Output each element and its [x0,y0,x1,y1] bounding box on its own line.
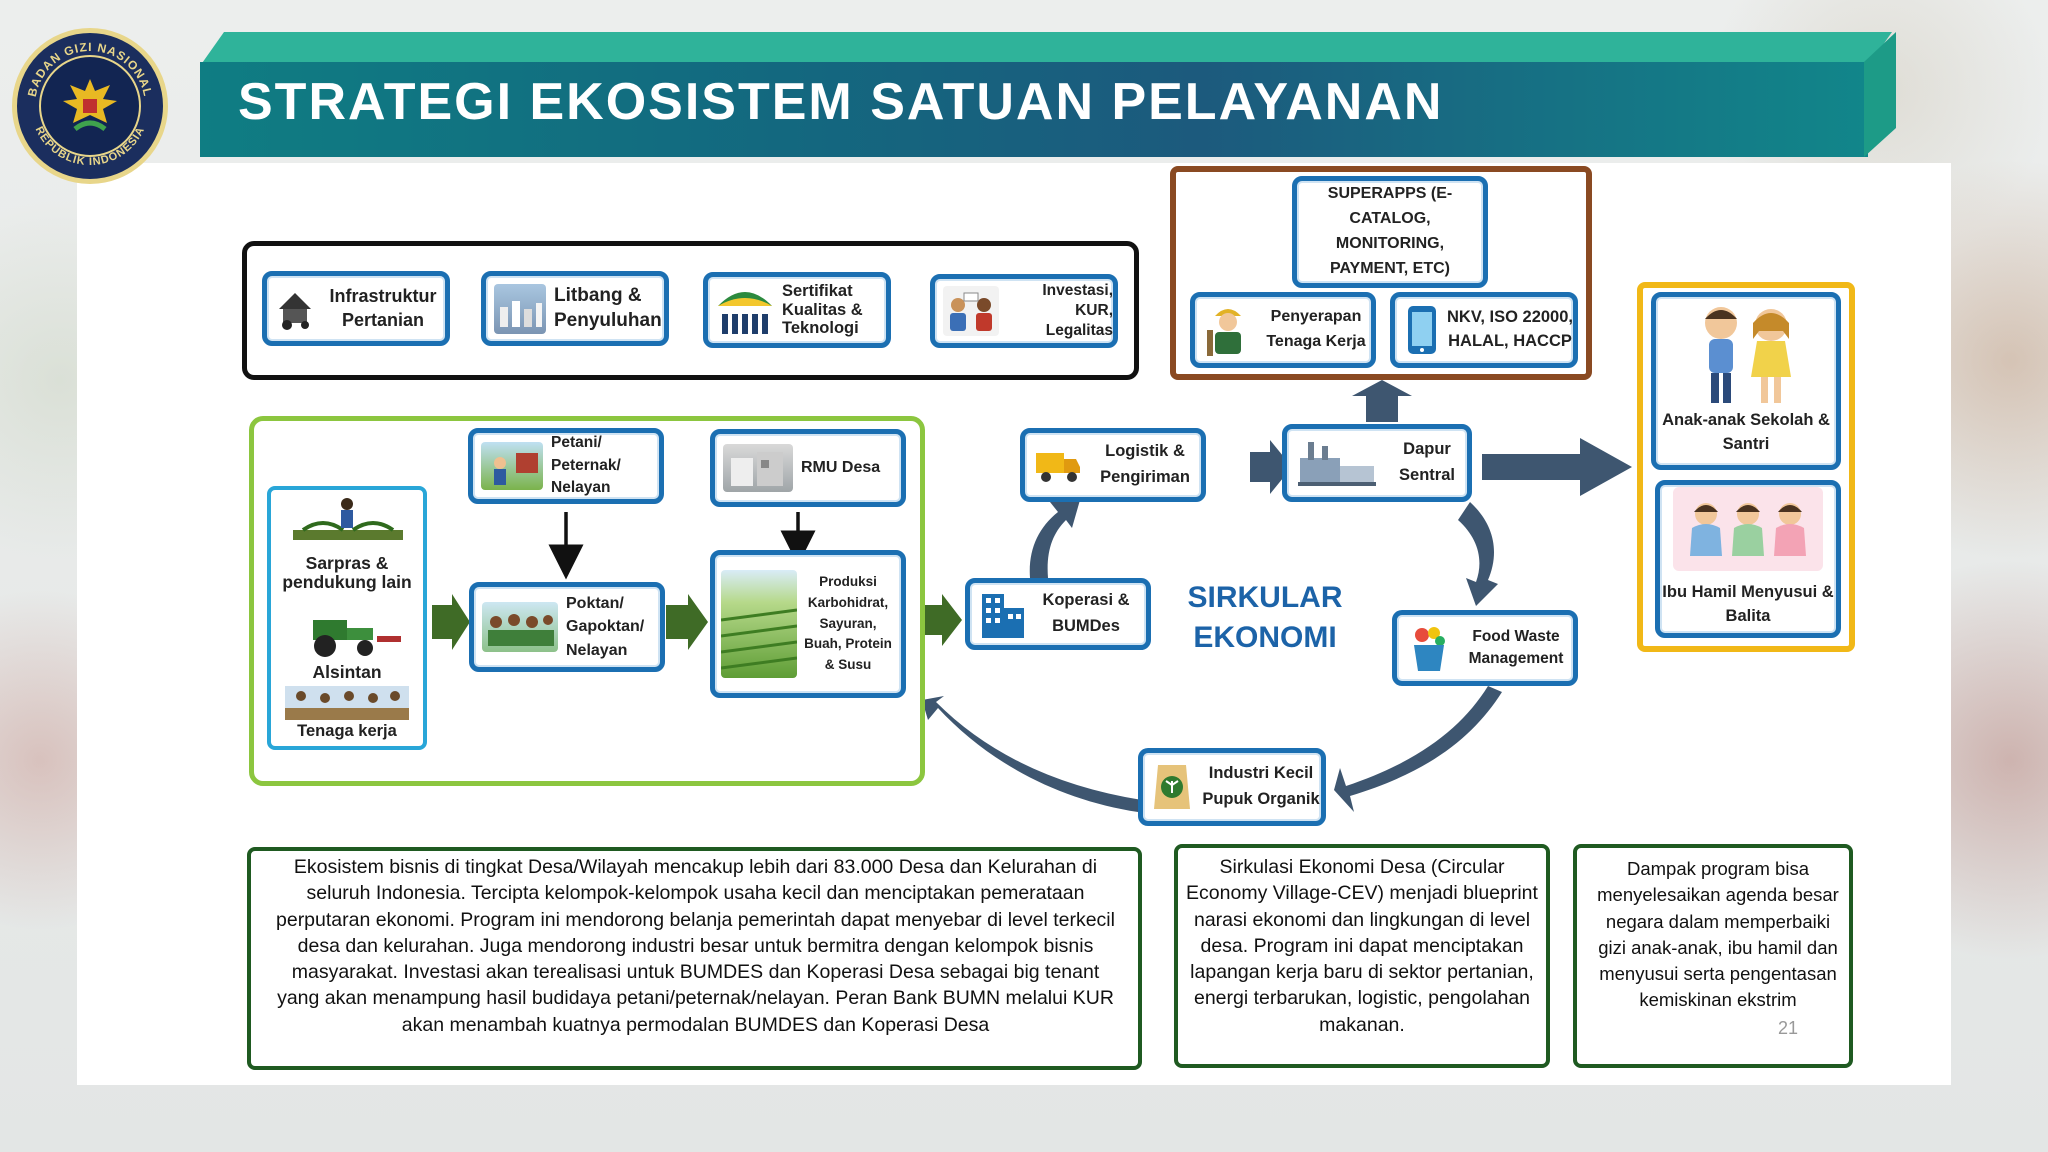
farmer-group-icon [482,602,558,652]
poktan-box: Poktan/ Gapoktan/ Nelayan [469,582,665,672]
header-banner-top [200,32,1892,66]
rmu-box: RMU Desa [710,429,906,507]
header-banner [200,62,1868,157]
sarpras-label: Sarpras & pendukung lain [282,553,412,593]
food-waste-box: Food Waste Management [1392,610,1578,686]
description-middle: Sirkulasi Ekonomi Desa (Circular Economy… [1186,856,1538,1036]
superapps-box: SUPERAPPS (E-CATALOG, MONITORING, PAYMEN… [1292,176,1488,288]
support-investasi: Investasi, KUR, Legalitas [930,274,1118,348]
farmer-icon [481,442,543,490]
certification-box: NKV, ISO 22000, HALAL, HACCP [1390,292,1578,368]
support-litbang: Litbang & Penyuluhan [481,271,669,346]
koperasi-label: Koperasi & BUMDes [1042,591,1130,635]
dapur-box: Dapur Sentral [1282,424,1472,502]
building-icon [978,588,1028,640]
support-label: Infrastruktur Pertanian [329,286,437,330]
penyerapan-box: Penyerapan Tenaga Kerja [1190,292,1376,368]
field-worker-icon [293,498,403,540]
support-label: Sertifikat Kualitas & Teknologi [782,281,863,338]
rice-mill-icon [723,444,793,492]
umbrella-people-icon [716,284,774,336]
worker-icon [1203,302,1253,358]
meeting-icon [943,286,999,336]
support-sertifikat: Sertifikat Kualitas & Teknologi [703,272,891,348]
house-tractor-icon [275,285,315,332]
poktan-label: Poktan/ Gapoktan/ Nelayan [566,595,645,659]
factory-icon [1295,437,1379,489]
industri-box: Industri Kecil Pupuk Organik [1138,748,1326,826]
description-right: Dampak program bisa menyelesaikan agenda… [1597,858,1839,1011]
description-middle-box [1174,844,1550,1068]
ibu-label: Ibu Hamil Menyusui & Balita [1662,583,1834,626]
description-right-box [1573,844,1853,1068]
description-left-box [247,847,1142,1070]
petani-label: Petani/ Peternak/ Nelayan [551,434,621,497]
alsintan-label: Alsintan [312,662,382,682]
workers-group-icon [285,686,409,720]
inputs-box: Sarpras & pendukung lain Alsintan Tenaga… [267,486,427,750]
fertilizer-sack-icon [1151,760,1193,814]
logistik-box: Logistik & Pengiriman [1020,428,1206,502]
penyerapan-label: Penyerapan Tenaga Kerja [1266,308,1366,350]
lab-icon [494,283,546,334]
superapps-label: SUPERAPPS (E-CATALOG, MONITORING, PAYMEN… [1327,185,1453,277]
description-left: Ekosistem bisnis di tingkat Desa/Wilayah… [276,856,1115,1036]
phone-icon [1401,303,1443,357]
garuda-icon [63,79,117,132]
village-frame [249,416,925,786]
sirkular-ekonomi-label: SIRKULAR EKONOMI [1187,581,1343,654]
anak-label: Anak-anak Sekolah & Santri [1662,411,1830,454]
koperasi-box: Koperasi & BUMDes [965,578,1151,650]
page-number: 21 [1778,1018,1799,1038]
tenaga-label: Tenaga kerja [297,722,397,740]
petani-box: Petani/ Peternak/ Nelayan [468,428,664,504]
bgn-logo: BADAN GIZI NASIONAL REPUBLIK INDONESIA [12,28,168,184]
ibu-box: Ibu Hamil Menyusui & Balita [1655,480,1841,638]
produksi-label: Produksi Karbohidrat, Sayuran, Buah, Pro… [804,573,892,673]
support-label: Investasi, KUR, Legalitas [1042,281,1113,340]
anak-box: Anak-anak Sekolah & Santri [1651,292,1841,470]
support-label: Litbang & Penyuluhan [554,284,662,331]
tractor-icon [313,620,401,657]
dapur-label: Dapur Sentral [1399,440,1455,484]
rmu-label: RMU Desa [801,458,881,476]
beneficiaries-frame [1637,282,1855,652]
logistik-label: Logistik & Pengiriman [1100,442,1190,486]
children-icon [1705,307,1791,404]
food-waste-bin-icon [1405,622,1453,674]
delivery-truck-icon [1033,441,1083,489]
superapps-frame [1170,166,1592,380]
support-frame [242,241,1139,380]
page-title: STRATEGI EKOSISTEM SATUAN PELAYANAN [238,73,1444,131]
mothers-icon [1673,487,1823,572]
produksi-box: Produksi Karbohidrat, Sayuran, Buah, Pro… [710,550,906,698]
certification-label: NKV, ISO 22000, HALAL, HACCP [1447,308,1573,350]
industri-label: Industri Kecil Pupuk Organik [1202,764,1320,808]
food-waste-label: Food Waste Management [1468,627,1564,667]
support-infrastruktur: Infrastruktur Pertanian [262,271,450,346]
rice-field-icon [721,570,797,678]
garuda-emblem [39,55,141,157]
